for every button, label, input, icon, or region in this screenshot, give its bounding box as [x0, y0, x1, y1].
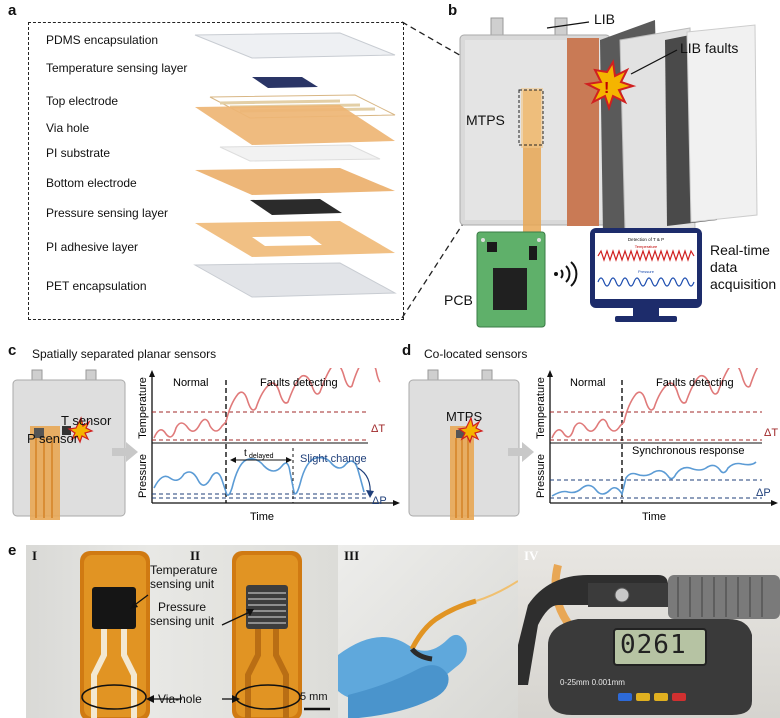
panel-label-d: d: [402, 342, 412, 359]
micrometer-range: 0-25mm 0.001mm: [560, 678, 625, 687]
d-ylabel-pressure: Pressure: [536, 454, 547, 498]
realtime-line-1: Real-time: [710, 242, 770, 258]
layer-temp-sensor: [252, 77, 318, 88]
layer-label-6: Pressure sensing layer: [46, 206, 169, 220]
c-ylabel-temp: Temperature: [138, 377, 149, 439]
panel-d-title: Co-located sensors: [424, 347, 528, 361]
panel-c-title: Spatially separated planar sensors: [32, 347, 217, 361]
layer-pressure-sensor: [250, 199, 342, 215]
via-hole-label: Via-hole: [158, 692, 202, 706]
layer-label-7: PI adhesive layer: [46, 240, 139, 254]
mtps-label-d: MTPS: [446, 409, 483, 424]
d-xlabel: Time: [642, 511, 666, 523]
realtime-line-3: acquisition: [710, 276, 777, 292]
arrow-d: [508, 442, 534, 462]
layer-label-1: Temperature sensing layer: [46, 61, 188, 75]
lib-faults-label: LIB faults: [680, 40, 739, 56]
panel-label-b: b: [448, 2, 458, 19]
panel-label-a: a: [8, 2, 17, 19]
layer-pet: [193, 262, 397, 298]
photo-iv: [518, 545, 780, 718]
c-t-delayed-sub: delayed: [249, 453, 274, 460]
d-delta-t: ΔT: [764, 427, 778, 439]
panel-label-e: e: [8, 542, 17, 559]
panel-a-frame: [28, 22, 404, 320]
sub-label-iv: IV: [524, 548, 539, 563]
layer-label-8: PET encapsulation: [46, 279, 147, 293]
monitor-title: Detection of T & P: [628, 237, 664, 242]
d-ylabel-temp: Temperature: [536, 377, 547, 439]
micrometer-display: 0261: [620, 630, 687, 660]
c-delta-t: ΔT: [371, 423, 385, 435]
p-sensor-label: P sensor: [27, 431, 79, 446]
temp-unit-line-2: sensing unit: [150, 577, 215, 591]
svg-text:!: !: [604, 80, 609, 97]
photo-iii: [338, 545, 518, 718]
d-normal: Normal: [570, 377, 605, 389]
arrow-c: [112, 442, 138, 462]
monitor-temp-label: Temperature: [635, 244, 658, 249]
plot-d: Temperature Pressure Time Normal Faults …: [536, 368, 778, 523]
scale-bar-label: 5 mm: [300, 691, 328, 703]
layer-label-4: PI substrate: [46, 146, 111, 160]
sub-label-ii: II: [190, 548, 201, 563]
monitor-pressure-label: Pressure: [638, 269, 655, 274]
layer-stack-illustration: [193, 32, 397, 298]
layer-label-0: PDMS encapsulation: [46, 33, 159, 47]
sub-label-iii: III: [344, 548, 360, 563]
c-slight-change: Slight change: [300, 453, 367, 465]
layer-label-2: Top electrode: [46, 94, 119, 108]
t-sensor-label: T sensor: [61, 413, 112, 428]
pressure-unit-line-2: sensing unit: [150, 614, 215, 628]
mtps-label-b: MTPS: [466, 112, 505, 128]
c-faults: Faults detecting: [260, 377, 338, 389]
layer-pi-substrate: [195, 105, 395, 145]
lib-label: LIB: [594, 11, 616, 27]
c-t-delayed: t: [244, 448, 247, 459]
layer-label-3: Via hole: [46, 121, 90, 135]
d-synchronous: Synchronous response: [632, 445, 745, 457]
d-delta-p: ΔP: [756, 487, 771, 499]
realtime-line-2: data: [710, 259, 738, 275]
panel-label-c: c: [8, 342, 17, 359]
c-xlabel: Time: [250, 511, 274, 523]
sub-label-i: I: [32, 548, 38, 563]
layer-via: [219, 144, 381, 162]
c-ylabel-pressure: Pressure: [138, 454, 149, 498]
battery-d: [408, 369, 520, 520]
temp-unit-line-1: Temperature: [150, 563, 218, 577]
fault-burst: [583, 59, 637, 112]
layer-bottom-electrode: [195, 168, 395, 195]
battery-c: [12, 369, 126, 520]
layer-pdms: [194, 32, 396, 59]
d-faults: Faults detecting: [656, 377, 734, 389]
battery-illustration: ! Detection of T & P Temperature Pressur…: [459, 17, 758, 328]
pressure-unit-line-1: Pressure: [158, 600, 207, 614]
plot-c: Temperature Pressure Time Normal Faults …: [138, 368, 400, 523]
c-normal: Normal: [173, 377, 208, 389]
layer-label-5: Bottom electrode: [46, 176, 137, 190]
c-delta-p: ΔP: [372, 495, 387, 507]
photo-i-ii: [26, 545, 338, 718]
pcb-label: PCB: [444, 292, 473, 308]
